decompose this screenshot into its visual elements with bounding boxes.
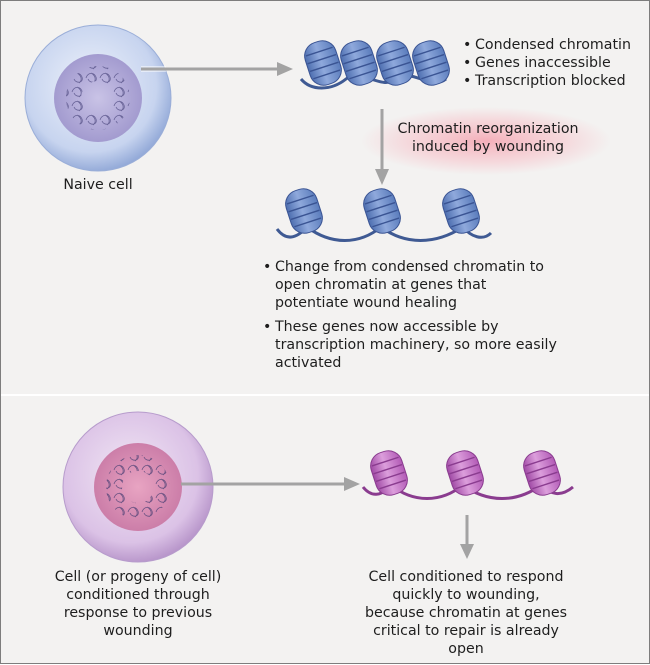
condensed-bullet: Condensed chromatin xyxy=(463,36,643,54)
conditioned-result-label: Cell conditioned to respond quickly to w… xyxy=(365,569,567,657)
conditioned-cell-label: Cell (or progeny of cell) conditioned th… xyxy=(54,569,222,639)
open-bullet: Change from condensed chromatin to open … xyxy=(263,258,563,312)
conditioned-cell xyxy=(62,411,214,563)
arrow-conditioned-to-open xyxy=(181,477,360,491)
reorganization-glow xyxy=(361,107,611,175)
naive-cell-label: Naive cell xyxy=(63,177,133,193)
naive-cell xyxy=(24,24,172,172)
open-chromatin-bullets: Change from condensed chromatin to open … xyxy=(263,258,563,372)
reorganization-label: Chromatin reorganization induced by woun… xyxy=(397,121,579,155)
open-chromatin xyxy=(275,188,493,242)
arrow-to-result xyxy=(460,515,474,559)
conditioned-open-chromatin xyxy=(361,450,574,500)
condensed-bullet: Transcription blocked xyxy=(463,72,643,90)
condensed-chromatin xyxy=(299,40,450,90)
arrow-naive-to-condensed xyxy=(141,62,293,76)
condensed-bullets: Condensed chromatin Genes inaccessible T… xyxy=(463,36,643,90)
condensed-bullet: Genes inaccessible xyxy=(463,54,643,72)
open-bullet: These genes now accessible by transcript… xyxy=(263,318,563,372)
panel-divider xyxy=(1,394,649,396)
arrow-condensed-to-open xyxy=(375,109,389,185)
